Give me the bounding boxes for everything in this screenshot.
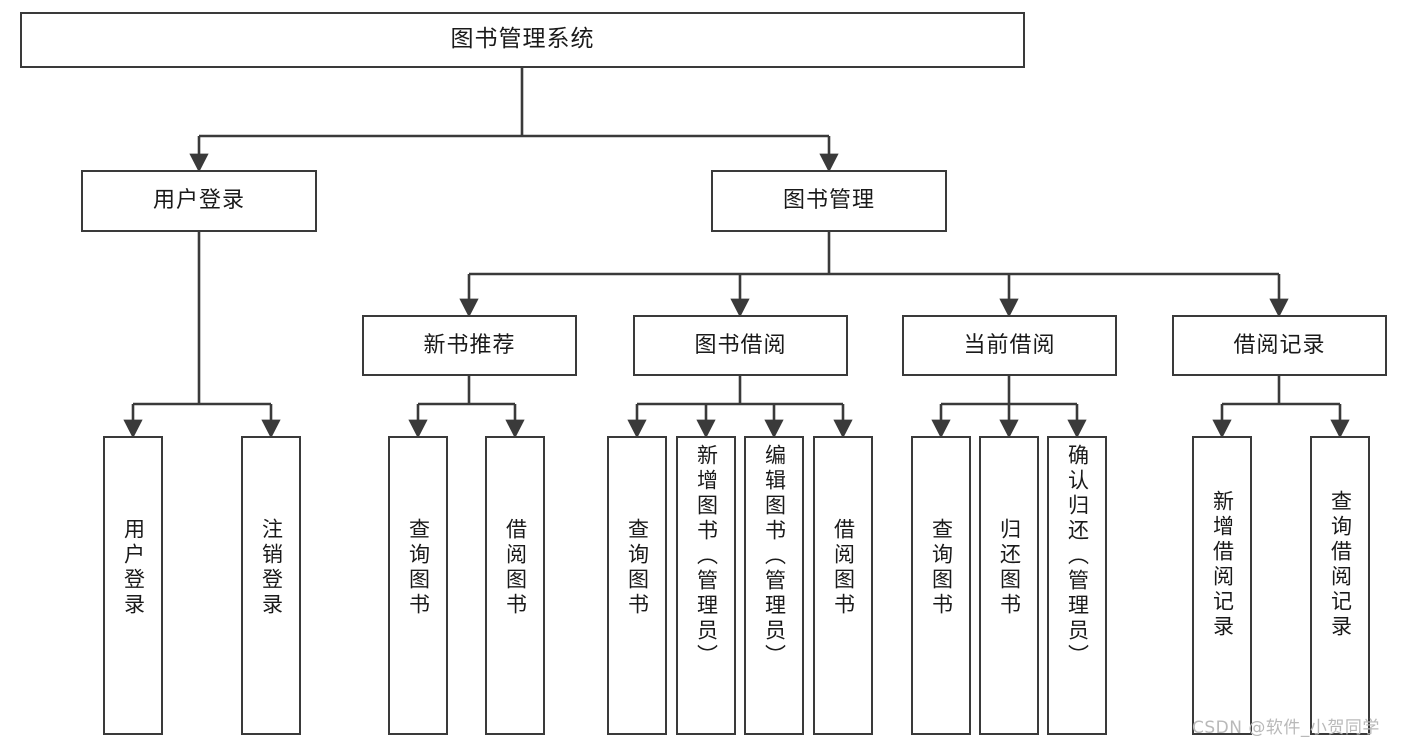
- leaf-add-borrow-record[interactable]: 新增借阅记录: [1192, 436, 1252, 735]
- node-label: 注销登录: [259, 518, 284, 618]
- node-book-management[interactable]: 图书管理: [711, 170, 947, 232]
- node-label: 用户登录: [152, 188, 245, 214]
- node-label: 图书管理: [782, 188, 875, 214]
- node-label: 用户登录: [121, 518, 146, 618]
- node-book-borrow[interactable]: 图书借阅: [633, 315, 848, 376]
- node-label: 图书借阅: [694, 332, 787, 358]
- leaf-borrow-books-recommend[interactable]: 借阅图书: [485, 436, 545, 735]
- leaf-borrow-books[interactable]: 借阅图书: [813, 436, 873, 735]
- node-label: 查询借阅记录: [1328, 490, 1353, 640]
- leaf-add-book-admin[interactable]: 新增图书（管理员）: [676, 436, 736, 735]
- node-label: 查询图书: [406, 518, 431, 618]
- leaf-query-books-borrow[interactable]: 查询图书: [607, 436, 667, 735]
- node-root-library-system[interactable]: 图书管理系统: [20, 12, 1025, 68]
- node-label: 新增图书（管理员）: [694, 444, 719, 669]
- node-label: 借阅图书: [503, 518, 528, 618]
- leaf-return-books[interactable]: 归还图书: [979, 436, 1039, 735]
- node-user-login[interactable]: 用户登录: [81, 170, 317, 232]
- node-label: 图书管理系统: [450, 26, 595, 53]
- node-label: 新书推荐: [423, 332, 516, 358]
- node-label: 查询图书: [929, 518, 954, 618]
- node-label: 确认归还（管理员）: [1065, 444, 1090, 669]
- node-label: 归还图书: [997, 518, 1022, 618]
- leaf-confirm-return-admin[interactable]: 确认归还（管理员）: [1047, 436, 1107, 735]
- node-label: 借阅记录: [1233, 332, 1326, 358]
- leaf-query-books-recommend[interactable]: 查询图书: [388, 436, 448, 735]
- leaf-edit-book-admin[interactable]: 编辑图书（管理员）: [744, 436, 804, 735]
- leaf-logout[interactable]: 注销登录: [241, 436, 301, 735]
- csdn-watermark: CSDN @软件_小贺同学: [1192, 718, 1380, 738]
- leaf-user-login[interactable]: 用户登录: [103, 436, 163, 735]
- node-new-book-recommend[interactable]: 新书推荐: [362, 315, 577, 376]
- leaf-query-borrow-record[interactable]: 查询借阅记录: [1310, 436, 1370, 735]
- leaf-query-books-current[interactable]: 查询图书: [911, 436, 971, 735]
- node-label: 查询图书: [625, 518, 650, 618]
- node-borrow-records[interactable]: 借阅记录: [1172, 315, 1387, 376]
- node-current-borrow[interactable]: 当前借阅: [902, 315, 1117, 376]
- node-label: 借阅图书: [831, 518, 856, 618]
- node-label: 编辑图书（管理员）: [762, 444, 787, 669]
- node-label: 当前借阅: [963, 332, 1056, 358]
- node-label: 新增借阅记录: [1210, 490, 1235, 640]
